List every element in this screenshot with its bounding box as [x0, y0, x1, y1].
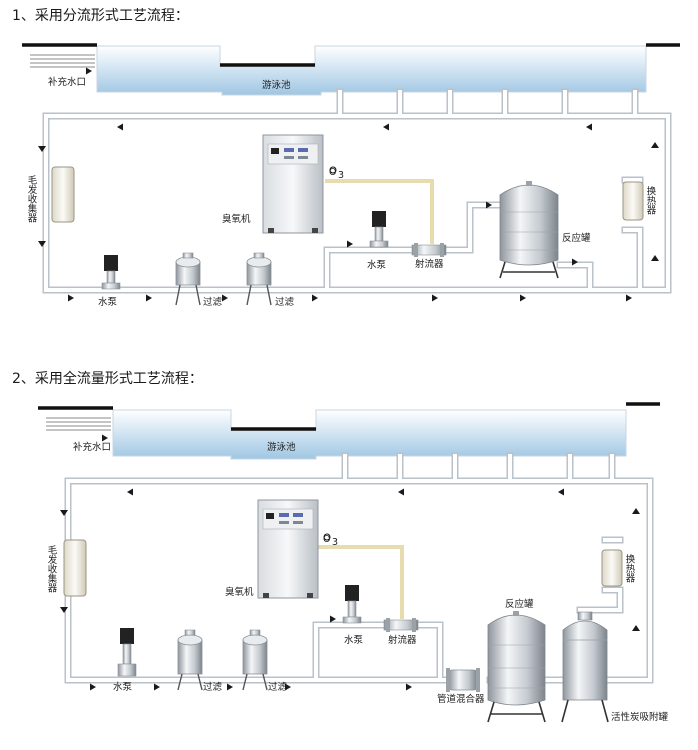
ozone-machine: 臭氧机 O 3 [225, 499, 338, 599]
ejector: 射流器 [411, 243, 447, 270]
heat-exchanger: 换热器 [622, 181, 657, 221]
label-makeup-water: 补充水口 [73, 441, 111, 453]
label-hair-collector: 毛发收集器 [26, 174, 38, 222]
section-1: 1、采用分流形式工艺流程： 补充水口 游泳池 [12, 8, 680, 308]
label-ejector: 射流器 [388, 634, 417, 646]
section-title: 1、采用分流形式工艺流程： [12, 8, 189, 24]
ozone-machine: 臭氧机 O 3 [222, 134, 344, 234]
pool: 补充水口 游泳池 [22, 43, 680, 96]
label-ozone-machine: 臭氧机 [222, 213, 251, 225]
section-title: 2、采用全流量形式工艺流程： [12, 370, 203, 387]
makeup-water-inlet [46, 417, 111, 431]
label-filter-2: 过滤 [275, 296, 295, 308]
label-pump-right: 水泵 [367, 259, 387, 271]
filter-2: 过滤 [246, 252, 295, 308]
label-filter-1: 过滤 [203, 296, 223, 308]
label-ozone-subscript: 3 [338, 170, 344, 181]
label-filter-1: 过滤 [203, 681, 223, 693]
arrow [86, 67, 92, 75]
flow-arrows [38, 123, 659, 302]
label-ozone-symbol: O [329, 167, 336, 178]
label-heat-exchanger: 换热器 [645, 185, 657, 214]
pump-left: 水泵 [113, 628, 137, 693]
filter-2: 过滤 [242, 629, 288, 693]
arrow [102, 434, 108, 442]
heat-exchanger: 换热器 [601, 549, 636, 587]
hair-collector: 毛发收集器 [26, 166, 75, 223]
section-2: 2、采用全流量形式工艺流程： 补充水口 游泳池 [12, 370, 669, 723]
pipe-network [64, 452, 654, 684]
label-makeup-water: 补充水口 [48, 76, 86, 88]
ozone-line [325, 179, 434, 244]
label-carbon-tank: 活性炭吸附罐 [611, 711, 669, 723]
filter-1: 过滤 [177, 629, 223, 693]
label-ozone-subscript: 3 [332, 537, 338, 548]
flow-arrows [60, 488, 640, 691]
pipe-mixer: 管道混合器 [437, 668, 485, 705]
label-pool: 游泳池 [262, 79, 291, 91]
label-pool: 游泳池 [267, 441, 296, 453]
label-heat-exchanger: 换热器 [624, 553, 636, 582]
label-reactor: 反应罐 [562, 232, 591, 244]
label-pump-left: 水泵 [98, 296, 118, 308]
label-reactor: 反应罐 [505, 598, 534, 610]
pump-left: 水泵 [98, 255, 121, 308]
reactor-tank: 反应罐 [499, 181, 591, 279]
label-hair-collector: 毛发收集器 [46, 544, 58, 592]
label-ejector: 射流器 [415, 258, 444, 270]
ozone-line [318, 545, 404, 619]
hair-collector: 毛发收集器 [46, 539, 87, 597]
pump-right: 水泵 [367, 211, 389, 271]
label-ozone-symbol: O [323, 534, 330, 545]
filter-1: 过滤 [175, 252, 223, 308]
pipe-network [42, 88, 672, 294]
label-pipe-mixer: 管道混合器 [437, 693, 485, 705]
makeup-water-inlet [30, 54, 95, 68]
label-ozone-machine: 臭氧机 [225, 586, 254, 598]
label-pump-right: 水泵 [344, 634, 364, 646]
reactor-tank: 反应罐 [487, 598, 546, 723]
ejector: 射流器 [383, 618, 419, 646]
pump-right: 水泵 [342, 585, 364, 646]
label-filter-2: 过滤 [268, 681, 288, 693]
label-pump-left: 水泵 [113, 681, 133, 693]
carbon-adsorption-tank: 活性炭吸附罐 [561, 611, 669, 723]
pool: 补充水口 游泳池 [38, 402, 660, 460]
